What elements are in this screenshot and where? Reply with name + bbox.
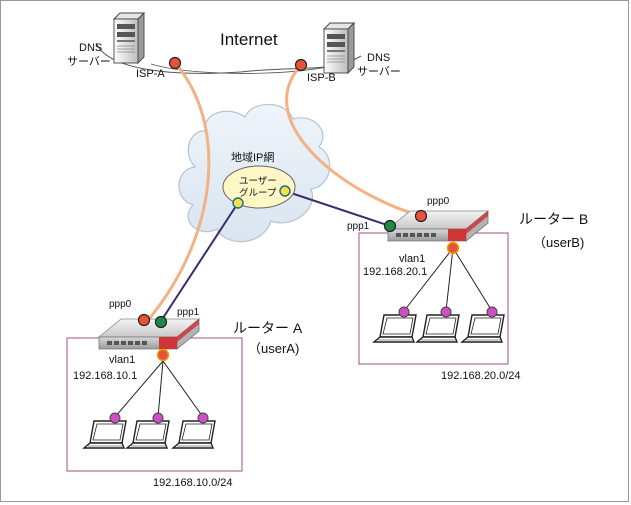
router-b-vlan-label: vlan1	[399, 253, 425, 265]
router-a-ppp0-label: ppp0	[109, 299, 132, 310]
lan-b-subnet: 192.168.20.0/24	[441, 370, 521, 382]
dns-left-label-2: サーバー	[67, 55, 111, 68]
laptop-b3-icon	[461, 314, 505, 343]
user-group-ellipse	[222, 165, 296, 209]
group-node-right	[279, 185, 291, 197]
dns-server-left-icon	[113, 12, 145, 64]
router-a-ppp0-node	[137, 313, 151, 327]
laptop-a2-node	[152, 412, 164, 424]
laptop-b1-node	[398, 306, 410, 318]
ppp1-b-link-line	[284, 190, 391, 227]
router-b-icon	[387, 210, 489, 242]
laptop-b2-node	[440, 306, 452, 318]
laptop-a1-icon	[83, 420, 127, 449]
lan-b-lines	[403, 247, 493, 312]
lan-a-lines	[114, 360, 204, 418]
router-b-vlan-node	[446, 241, 460, 255]
ppp1-a-link-line	[160, 202, 239, 322]
dns-right-label-2: サーバー	[357, 65, 401, 78]
laptop-b3-node	[486, 306, 498, 318]
isp-b-link-line	[285, 64, 422, 218]
laptop-a2-icon	[126, 420, 170, 449]
isp-a-label: ISP-A	[136, 68, 165, 80]
router-a-name: ルーター A	[233, 320, 303, 336]
router-a-ppp1-node	[154, 315, 168, 329]
group-node-left	[232, 197, 244, 209]
router-b-ppp1-label: ppp1	[347, 221, 370, 232]
isp-a-link-line	[147, 62, 211, 320]
router-b-ip: 192.168.20.1	[363, 266, 427, 278]
laptop-a3-node	[197, 412, 209, 424]
router-b-ppp0-node	[414, 209, 428, 223]
internet-label: Internet	[220, 30, 278, 49]
router-b-user: （userB)	[533, 235, 584, 250]
router-b-ppp1-node	[383, 219, 397, 233]
isp-a-node	[168, 56, 182, 70]
isp-b-label: ISP-B	[307, 72, 336, 84]
isp-b-node	[294, 58, 308, 72]
router-a-icon	[98, 318, 200, 350]
lan-a-subnet: 192.168.10.0/24	[153, 477, 233, 489]
laptop-a1-node	[109, 412, 121, 424]
router-b-ppp0-label: ppp0	[427, 196, 450, 207]
router-a-user: （userA)	[248, 341, 299, 356]
dns-server-right-icon	[323, 22, 355, 74]
lan-b-box	[358, 232, 509, 365]
dns-left-label-1: DNS	[79, 42, 102, 54]
lan-a-box	[66, 337, 243, 472]
laptop-b1-icon	[373, 314, 417, 343]
router-b-name: ルーター B	[519, 211, 588, 227]
laptop-b2-icon	[416, 314, 460, 343]
router-a-ppp1-label: ppp1	[177, 307, 200, 318]
user-group-line1: ユーザー	[239, 176, 277, 187]
laptop-a3-icon	[172, 420, 216, 449]
cloud-title: 地域IP網	[231, 150, 274, 164]
dns-right-label-1: DNS	[367, 52, 390, 64]
user-group-line2: グループ	[239, 187, 277, 199]
router-a-vlan-label: vlan1	[109, 354, 135, 366]
router-a-ip: 192.168.10.1	[73, 370, 137, 382]
router-a-vlan-node	[156, 348, 170, 362]
